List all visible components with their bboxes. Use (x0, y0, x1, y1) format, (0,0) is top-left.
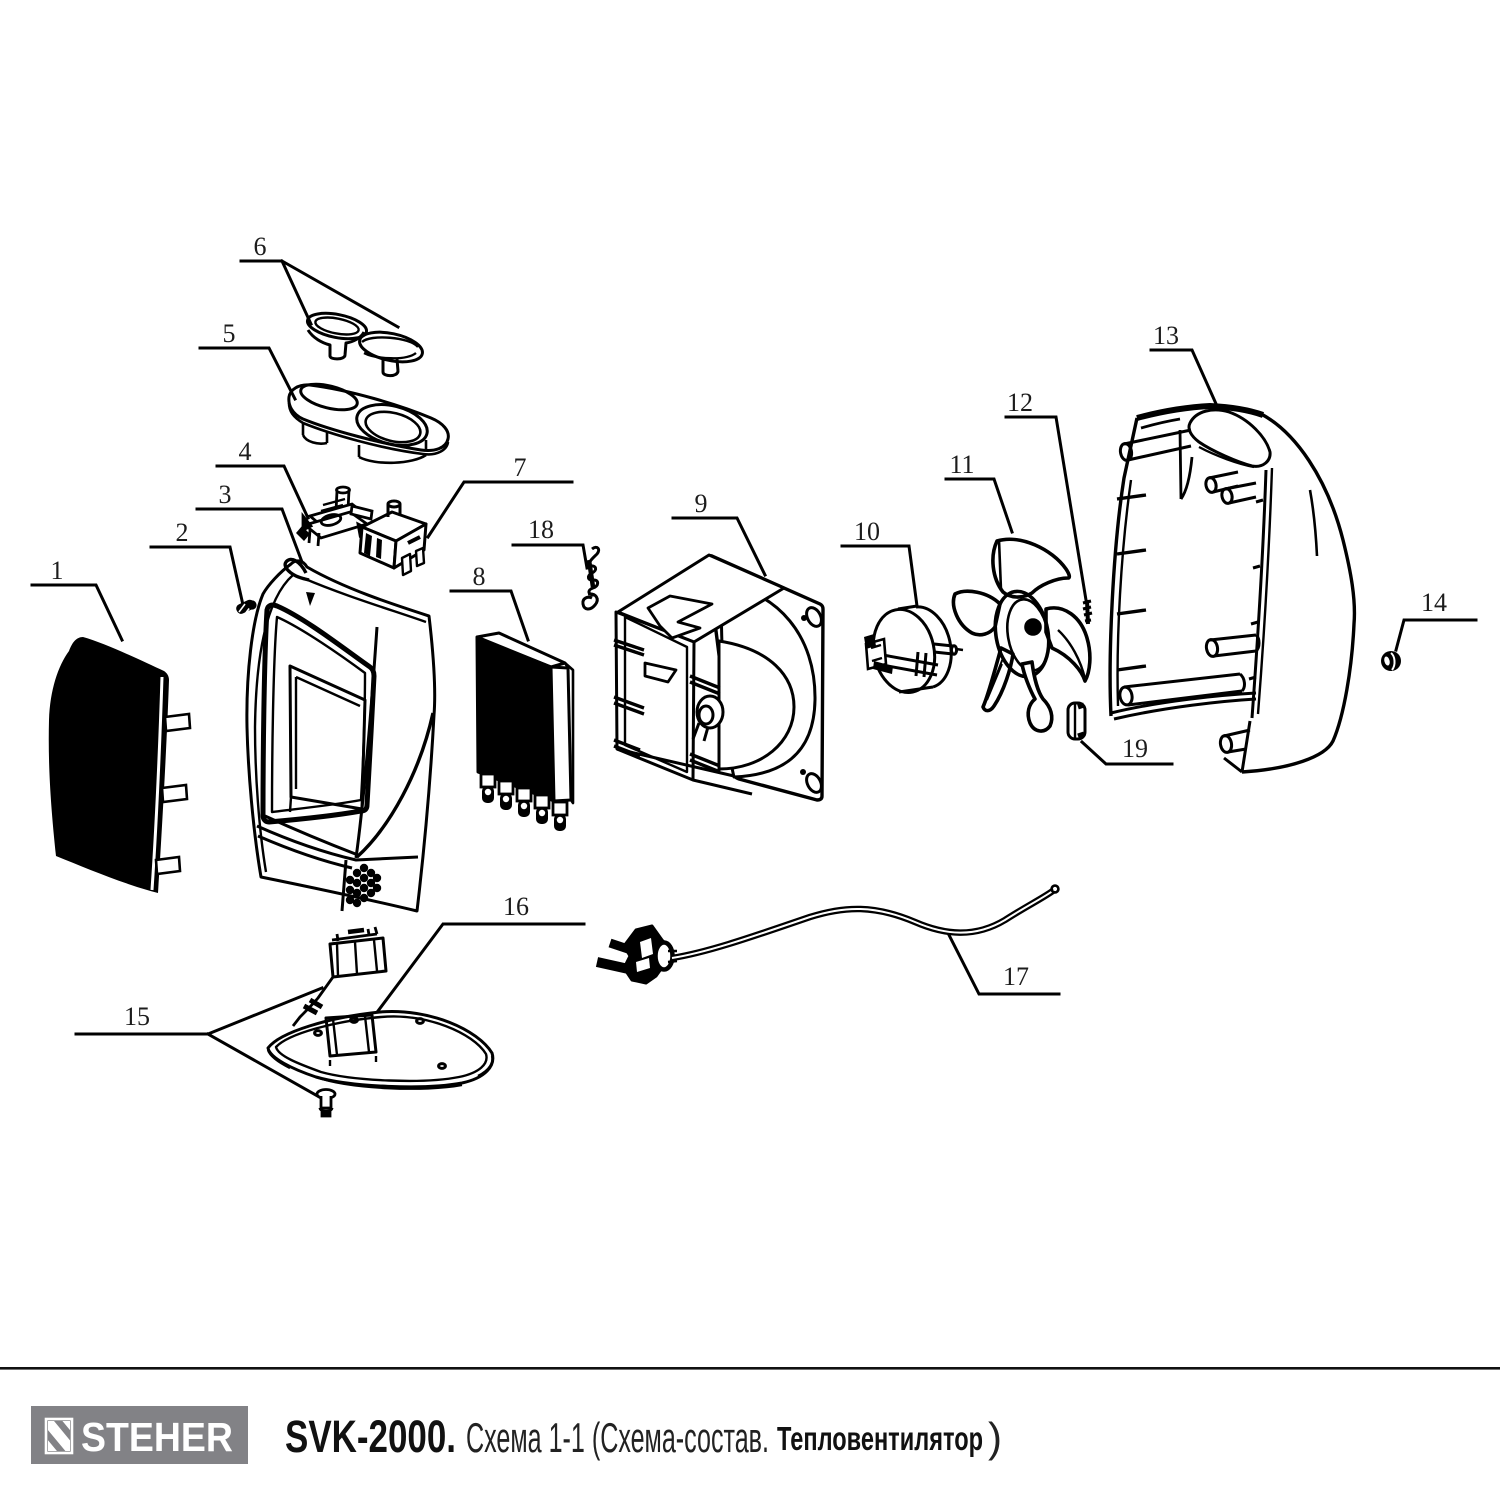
svg-text:2: 2 (176, 518, 189, 547)
svg-text:1: 1 (51, 556, 64, 585)
svg-text:11: 11 (949, 450, 974, 479)
svg-text:6: 6 (254, 232, 267, 261)
svg-text:10: 10 (854, 517, 880, 546)
svg-text:19: 19 (1122, 734, 1148, 763)
svg-text:14: 14 (1421, 588, 1447, 617)
svg-text:7: 7 (514, 453, 527, 482)
svg-text:12: 12 (1007, 388, 1033, 417)
svg-text:Схема 1-1 (Схема-состав.: Схема 1-1 (Схема-состав. (466, 1414, 769, 1461)
svg-text:5: 5 (223, 319, 236, 348)
svg-text:13: 13 (1153, 321, 1179, 350)
svg-text:SVK-2000.: SVK-2000. (285, 1411, 456, 1462)
svg-text:): ) (988, 1414, 1002, 1461)
svg-text:3: 3 (219, 480, 232, 509)
svg-text:8: 8 (473, 562, 486, 591)
svg-text:9: 9 (695, 489, 708, 518)
svg-text:16: 16 (503, 892, 529, 921)
svg-text:Тепловентилятор: Тепловентилятор (777, 1420, 983, 1457)
svg-text:15: 15 (124, 1002, 150, 1031)
svg-text:4: 4 (239, 437, 252, 466)
svg-text:STEHER: STEHER (81, 1414, 233, 1460)
svg-text:18: 18 (528, 515, 554, 544)
svg-text:17: 17 (1003, 962, 1029, 991)
